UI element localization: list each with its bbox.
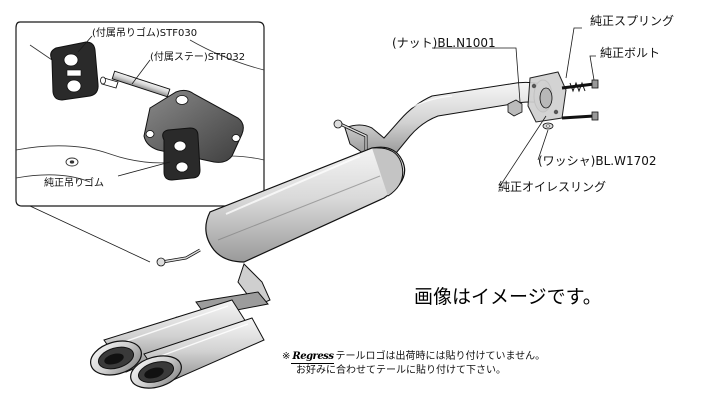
inset-connector-line bbox=[29, 205, 151, 263]
muffler-body bbox=[205, 146, 406, 263]
spring-bolt-icon bbox=[561, 79, 599, 121]
leader-oem-spring bbox=[565, 27, 582, 79]
oem-rubber-hanger-icon bbox=[162, 127, 201, 181]
leader-oem-rubber bbox=[117, 161, 171, 177]
leader-oem-oil-ring bbox=[499, 115, 547, 187]
regress-logo: Regress bbox=[291, 351, 335, 364]
leader-nut bbox=[432, 47, 521, 103]
hanger-rod-rear bbox=[156, 248, 201, 267]
main-leaders bbox=[432, 27, 596, 187]
leader-rubber-hanger bbox=[77, 35, 93, 53]
note-prefix: ※ bbox=[282, 351, 291, 362]
leader-oem-bolt bbox=[589, 55, 596, 81]
hanger-rod-top bbox=[333, 119, 368, 150]
callout-oem-spring: 純正スプリング bbox=[590, 14, 675, 28]
note-line-1-text: テールロゴは出荷時には貼り付けていません。 bbox=[335, 351, 546, 362]
stay-bracket-icon bbox=[100, 70, 171, 98]
note-line-2: お好みに合わせてテールに貼り付けて下さい。 bbox=[296, 365, 506, 376]
callout-nut: (ナット)BL.N1001 bbox=[392, 36, 496, 50]
callout-oem-bolt: 純正ボルト bbox=[600, 46, 661, 60]
callout-rubber-hanger: (付属吊りゴム)STF030 bbox=[92, 28, 198, 39]
image-disclaimer-caption: 画像はイメージです。 bbox=[414, 286, 602, 308]
tail-tip-lower-icon bbox=[130, 355, 182, 389]
callout-stay: (付属ステー)STF032 bbox=[150, 52, 246, 63]
flange-icon bbox=[527, 71, 567, 123]
callout-oem-oil-ring: 純正オイレスリング bbox=[498, 180, 607, 194]
callout-washer: (ワッシャ)BL.W1702 bbox=[538, 154, 657, 168]
inset-leaders bbox=[77, 35, 171, 177]
callout-oem-rubber: 純正吊りゴム bbox=[44, 178, 104, 189]
rubber-hanger-icon bbox=[50, 41, 99, 101]
leader-washer bbox=[537, 129, 549, 161]
nut-washer-icon bbox=[507, 99, 554, 130]
tail-tip-upper-icon bbox=[90, 340, 142, 376]
leader-stay bbox=[131, 59, 151, 85]
